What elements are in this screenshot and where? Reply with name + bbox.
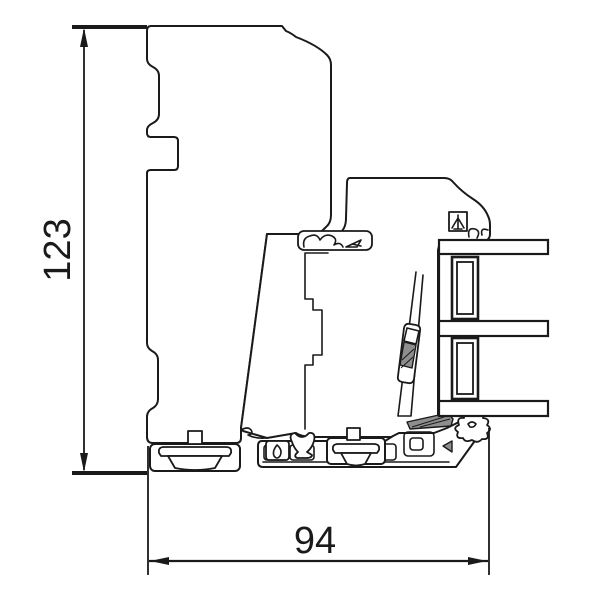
glass-pane-1 [437, 238, 550, 256]
spacer-bar-2-inner [456, 342, 474, 395]
glass-pane-3 [437, 399, 550, 418]
sash-gasket-body [340, 452, 372, 467]
glazing-clip-hatch-lines [400, 348, 415, 369]
width-dimension: 94 [147, 428, 490, 575]
height-dim-arrow-down [80, 453, 88, 472]
frame-gasket-cap [157, 446, 233, 457]
sill-chamber-web [409, 437, 424, 451]
glass-pane-2 [437, 319, 550, 338]
frame-gasket-body [167, 455, 223, 471]
overlap-gasket-seal [302, 234, 344, 248]
glazing-unit [437, 211, 550, 418]
sill-slope-wedge [442, 440, 453, 453]
glazing-clip-upper-box [403, 327, 420, 345]
glazing-gasket-anchor [451, 214, 465, 230]
width-dim-arrow-right [468, 557, 487, 565]
sash-inner-step-lines [304, 252, 329, 430]
sash-bottom-seal-curve [240, 427, 267, 439]
glazing-top-seal [467, 227, 489, 239]
overlap-gasket [297, 230, 373, 251]
flip-gasket [289, 432, 316, 459]
overlap-gasket-wedge [345, 239, 362, 248]
sash-gasket-tab [346, 427, 361, 441]
corner-seal-inner [467, 421, 477, 428]
frame-gasket-tab [187, 430, 203, 445]
height-dim-arrow-up [80, 28, 88, 47]
drop-gasket [272, 444, 282, 459]
spacer-bar-2 [450, 336, 480, 401]
sash-gasket-cap [331, 443, 381, 454]
height-dim-label: 123 [37, 218, 79, 281]
frame-outline [146, 25, 332, 444]
spacer-bar-1-inner [456, 261, 474, 315]
spacer-bar-1 [450, 255, 480, 321]
drop-gasket-chamber [265, 440, 290, 461]
width-dim-arrow-left [150, 557, 169, 565]
height-dimension: 123 [37, 25, 147, 475]
width-dim-label: 94 [294, 520, 336, 562]
frame-profile [146, 25, 332, 444]
sill-chamber [403, 431, 435, 457]
glazing-block-hatch-lines [411, 416, 451, 428]
